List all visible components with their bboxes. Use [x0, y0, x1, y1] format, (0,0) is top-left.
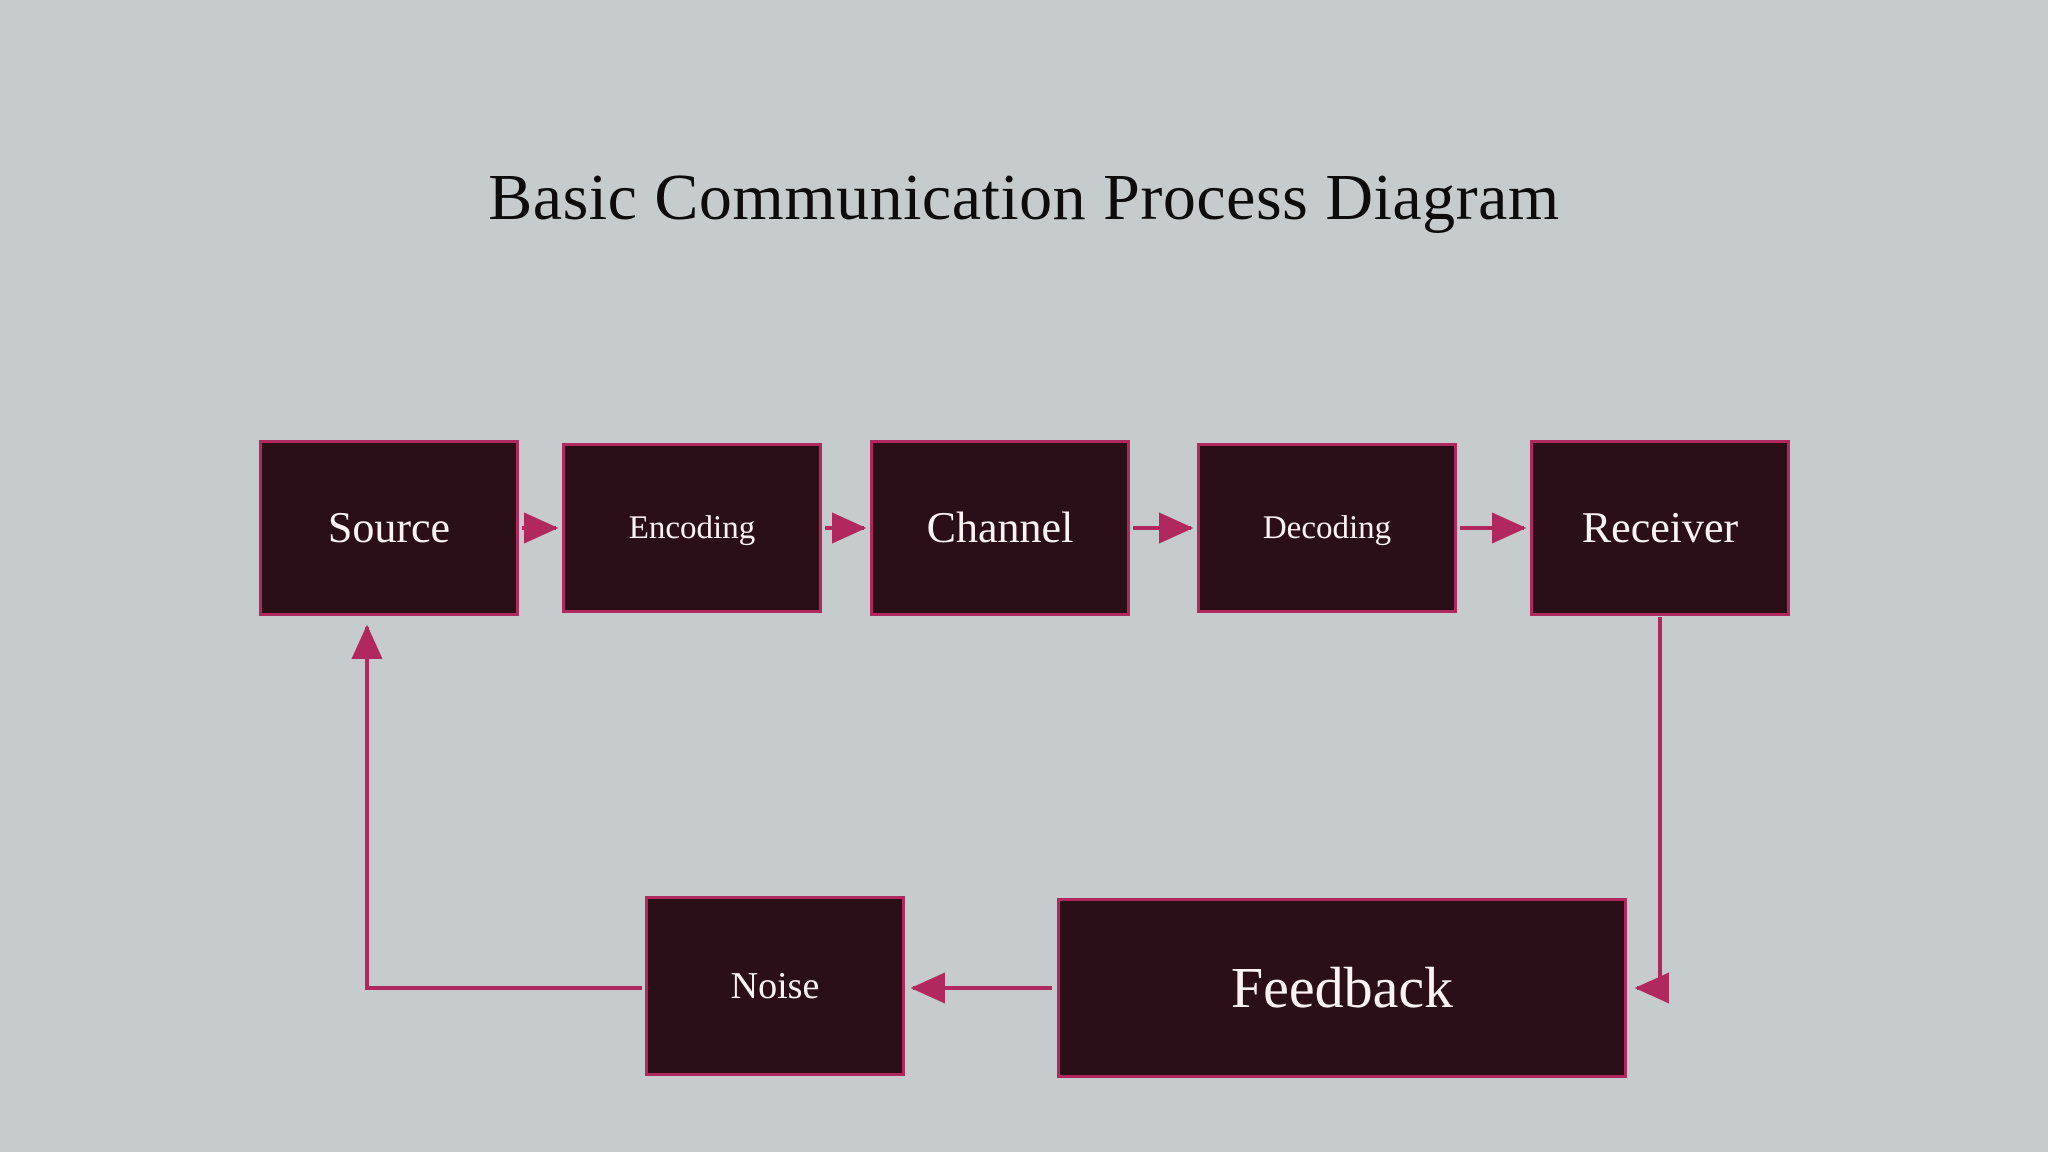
edge-noise-to-source — [351, 624, 642, 990]
node-encoding-label: Encoding — [628, 509, 756, 546]
page-title: Basic Communication Process Diagram — [488, 161, 1560, 234]
node-decoding-label: Decoding — [1262, 509, 1392, 546]
node-noise-label: Noise — [730, 965, 820, 1007]
node-encoding[interactable]: Encoding — [562, 443, 822, 613]
node-receiver[interactable]: Receiver — [1530, 440, 1790, 616]
node-noise[interactable]: Noise — [645, 896, 905, 1076]
node-feedback[interactable]: Feedback — [1057, 898, 1627, 1078]
node-source[interactable]: Source — [259, 440, 519, 616]
node-decoding[interactable]: Decoding — [1197, 443, 1457, 613]
node-channel[interactable]: Channel — [870, 440, 1130, 616]
node-source-label: Source — [327, 503, 451, 552]
node-feedback-label: Feedback — [1230, 955, 1454, 1020]
node-channel-label: Channel — [926, 503, 1074, 552]
node-receiver-label: Receiver — [1581, 503, 1739, 552]
edge-receiver-to-feedback — [1634, 617, 1669, 1004]
